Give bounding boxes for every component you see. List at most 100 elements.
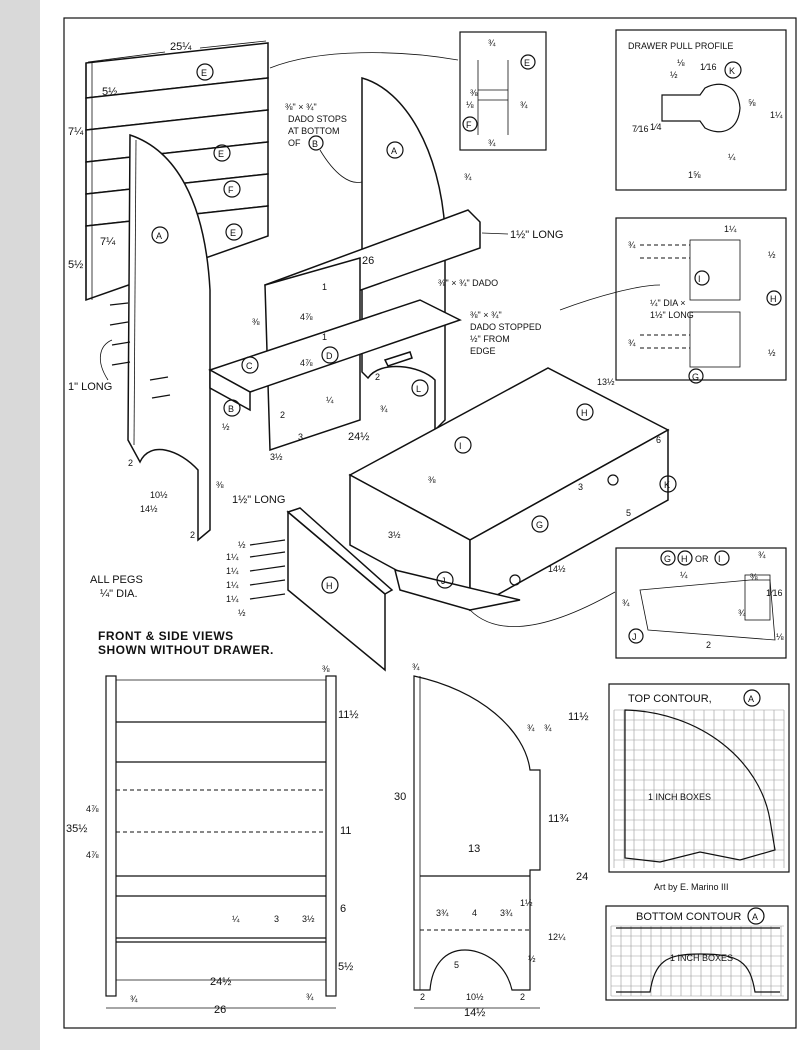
drawer-box: I H G J K 13½ 6 3 5 14½ ⅜ 3½ bbox=[348, 284, 677, 627]
detail-slat-joint: E F ¾ ⅜ ⅛ ¾ ¾ bbox=[459, 31, 547, 151]
front-dim-right-0: 11½ bbox=[338, 709, 359, 721]
dado-stopped-2: DADO STOPPED bbox=[470, 322, 542, 332]
peg-dim-3: 1¼ bbox=[226, 580, 239, 590]
top-contour-title: TOP CONTOUR, bbox=[628, 693, 712, 705]
peg-dim-4: 1¼ bbox=[226, 594, 239, 604]
side-total: 14½ bbox=[464, 1007, 485, 1019]
side-top-dim: ¾ bbox=[412, 662, 420, 672]
mid-part-g: G bbox=[692, 372, 699, 382]
dim-10-half: 10½ bbox=[150, 490, 168, 500]
side-small-2: 1½ bbox=[520, 898, 533, 908]
side-depth: 13 bbox=[468, 843, 480, 855]
detail-part-e: E bbox=[524, 58, 530, 68]
front-view: ⅜ 11½ 11 6 5½ 4⅞ 4⅞ 35½ ¼ 3 3½ 24½ 26 ¾ … bbox=[66, 664, 359, 1016]
side-small-0: ¾ bbox=[527, 723, 535, 733]
drawer-knob-icon-2 bbox=[509, 574, 521, 586]
low-part-j: J bbox=[632, 632, 637, 642]
mid-dim-1: ¾ bbox=[628, 240, 636, 250]
pull-dim-7: ¼ bbox=[728, 152, 736, 162]
drawer-knob-icon bbox=[607, 474, 619, 486]
top-contour-boxes: 1 INCH BOXES bbox=[648, 792, 711, 802]
side-base-0: 2 bbox=[420, 992, 425, 1002]
views-caption-1: FRONT & SIDE VIEWS bbox=[98, 629, 234, 643]
front-dim-left-0: 4⅞ bbox=[86, 804, 99, 814]
drawer-13-half: 13½ bbox=[597, 377, 615, 387]
front-dim-right-2: 6 bbox=[340, 903, 346, 915]
mid-peg-2: 1½" LONG bbox=[650, 310, 694, 320]
part-b-callout: B bbox=[312, 139, 318, 149]
drawer-3-8: ⅜ bbox=[428, 475, 436, 485]
dim-2-exploded: 2 bbox=[375, 372, 380, 382]
top-contour-part: A bbox=[748, 694, 754, 704]
dim-3: 3 bbox=[298, 432, 303, 442]
pull-dim-6: 1⁄4 bbox=[650, 122, 662, 132]
pull-dim-8: 1⅝ bbox=[688, 170, 701, 180]
all-pegs-line-1: ALL PEGS bbox=[90, 574, 143, 586]
dim-3-half: 3½ bbox=[270, 452, 283, 462]
detail-top-dim-4: ¾ bbox=[488, 138, 496, 148]
all-pegs-line-2: ¼" DIA. bbox=[100, 588, 138, 600]
detail-part-f: F bbox=[466, 120, 472, 130]
bottom-contour-title: BOTTOM CONTOUR bbox=[636, 911, 741, 923]
part-h: H bbox=[581, 408, 588, 418]
dim-4-7-8-b: 4⅞ bbox=[300, 358, 313, 368]
long-peg-label-1: 1½" LONG bbox=[510, 229, 563, 241]
low-dim-0: ¾ bbox=[758, 550, 766, 560]
front-inner-1: 3 bbox=[274, 914, 279, 924]
pull-dim-4: 1¼ bbox=[770, 110, 783, 120]
front-dim-right-1: 11 bbox=[340, 825, 351, 837]
part-k: K bbox=[664, 480, 670, 490]
peg-dim-2: 1¼ bbox=[226, 566, 239, 576]
dim-2-base: 2 bbox=[128, 458, 133, 468]
drawer-pull-title: DRAWER PULL PROFILE bbox=[628, 41, 733, 51]
pull-dim-2: 1⁄16 bbox=[700, 62, 717, 72]
mid-dim-4: ½ bbox=[768, 348, 776, 358]
side-view: ¾ 11½ 11¾ 24 12¼ ¾ ¾ 1½ ½ 30 13 3¾ 4 3¾ … bbox=[394, 662, 589, 1019]
front-width-inner: 24½ bbox=[210, 976, 231, 988]
low-part-g: G bbox=[664, 554, 671, 564]
dado-stops-3: AT BOTTOM bbox=[288, 126, 340, 136]
part-l: L bbox=[416, 384, 421, 394]
views-caption-2: SHOWN WITHOUT DRAWER. bbox=[98, 643, 274, 657]
side-inner-0: 3¾ bbox=[436, 908, 449, 918]
part-c: C bbox=[246, 361, 253, 371]
part-e-3: E bbox=[230, 228, 236, 238]
page-gutter bbox=[0, 0, 40, 1050]
detail-top-dim-3: ¾ bbox=[520, 100, 528, 110]
dim-7-quarter-b: 7¼ bbox=[100, 236, 116, 248]
dim-1: 1 bbox=[322, 282, 327, 292]
top-contour-panel: TOP CONTOUR, A 1 INCH BOXES bbox=[608, 683, 790, 873]
pull-dim-3: ⅝ bbox=[748, 98, 756, 108]
mid-dim-3: ¾ bbox=[628, 338, 636, 348]
dim-1-4: ¼ bbox=[326, 395, 334, 405]
low-dim-3: 1⁄16 bbox=[766, 588, 783, 598]
carcass: C D B L 4⅞ 4⅞ ⅜ 1 1 2 2 ¼ ¾ 3 3½ 24½ 10½… bbox=[128, 257, 462, 540]
dim-half: ½ bbox=[222, 422, 230, 432]
part-b: B bbox=[228, 404, 234, 414]
low-part-i: I bbox=[718, 554, 721, 564]
front-foot-left: ¾ bbox=[130, 994, 138, 1004]
front-foot-right: ¾ bbox=[306, 992, 314, 1002]
low-or: OR bbox=[695, 554, 709, 564]
left-side-panel: A 1" LONG bbox=[68, 133, 211, 542]
front-inner-2: 3½ bbox=[302, 914, 315, 924]
part-d: D bbox=[326, 351, 333, 361]
dado-label: ⅜" × ¾" DADO bbox=[438, 278, 498, 288]
part-i: I bbox=[459, 441, 462, 451]
part-g: G bbox=[536, 520, 543, 530]
dim-1b: 1 bbox=[322, 332, 327, 342]
low-dim-4: ¾ bbox=[622, 598, 630, 608]
dado-stops-2: DADO STOPS bbox=[288, 114, 347, 124]
dado-stopped-1: ⅜" × ¾" bbox=[470, 310, 502, 320]
dado-stops-4: OF bbox=[288, 138, 301, 148]
dim-24-half: 24½ bbox=[348, 431, 369, 443]
front-top-dim: ⅜ bbox=[322, 664, 330, 674]
side-dim-right-1: 11¾ bbox=[548, 813, 569, 825]
front-dim-left-1: 4⅞ bbox=[86, 850, 99, 860]
dim-2-side: 2 bbox=[190, 530, 195, 540]
bottom-contour-part: A bbox=[752, 912, 758, 922]
dim-5-half: 5½ bbox=[102, 86, 117, 98]
low-dim-6: ⅛ bbox=[776, 632, 784, 642]
dim-3-8: ⅜ bbox=[252, 317, 260, 327]
